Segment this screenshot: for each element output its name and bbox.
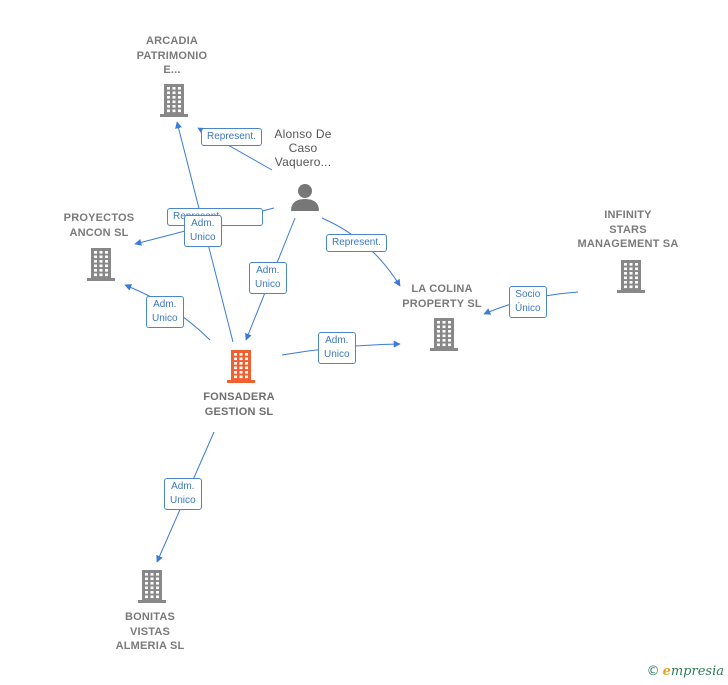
- edge-label-represent-lacolina: Represent.: [326, 234, 387, 252]
- node-lacolina-icon[interactable]: [430, 318, 458, 351]
- edge-label-adm-lacolina: Adm. Unico: [318, 332, 356, 364]
- empresia-logo[interactable]: ©empresia: [646, 664, 724, 679]
- edge-alonso-lacolina: [321, 217, 401, 287]
- copyright-icon: ©: [646, 664, 660, 679]
- edge-label-adm-bonitas: Adm. Unico: [164, 478, 202, 510]
- node-arcadia-icon[interactable]: [160, 84, 188, 117]
- node-bonitas-label[interactable]: BONITAS VISTAS ALMERIA SL: [115, 611, 185, 652]
- node-fonsadera-icon[interactable]: [227, 350, 255, 383]
- edge-label-adm-arcadia: Adm. Unico: [184, 215, 222, 247]
- node-infinity-icon[interactable]: [617, 260, 645, 293]
- node-infinity-label[interactable]: INFINITY STARS MANAGEMENT SA: [577, 209, 679, 250]
- edge-label-represent-arcadia: Represent.: [201, 128, 262, 146]
- edge-label-adm-proyectos: Adm. Unico: [146, 296, 184, 328]
- node-proyectos-label[interactable]: PROYECTOS ANCON SL: [63, 212, 135, 239]
- node-lacolina-label[interactable]: LA COLINA PROPERTY SL: [402, 283, 482, 310]
- person-icon[interactable]: [291, 184, 319, 211]
- node-fonsadera-label[interactable]: FONSADERA GESTION SL: [203, 391, 275, 418]
- node-bonitas-icon[interactable]: [138, 570, 166, 603]
- node-alonso-label[interactable]: Alonso De Caso Vaquero...: [274, 127, 332, 169]
- edge-label-adm-alonso: Adm. Unico: [249, 262, 287, 294]
- edge-label-socio-unico: Socio Único: [509, 286, 547, 318]
- node-arcadia-label[interactable]: ARCADIA PATRIMONIO E...: [136, 35, 208, 76]
- node-proyectos-icon[interactable]: [87, 248, 115, 281]
